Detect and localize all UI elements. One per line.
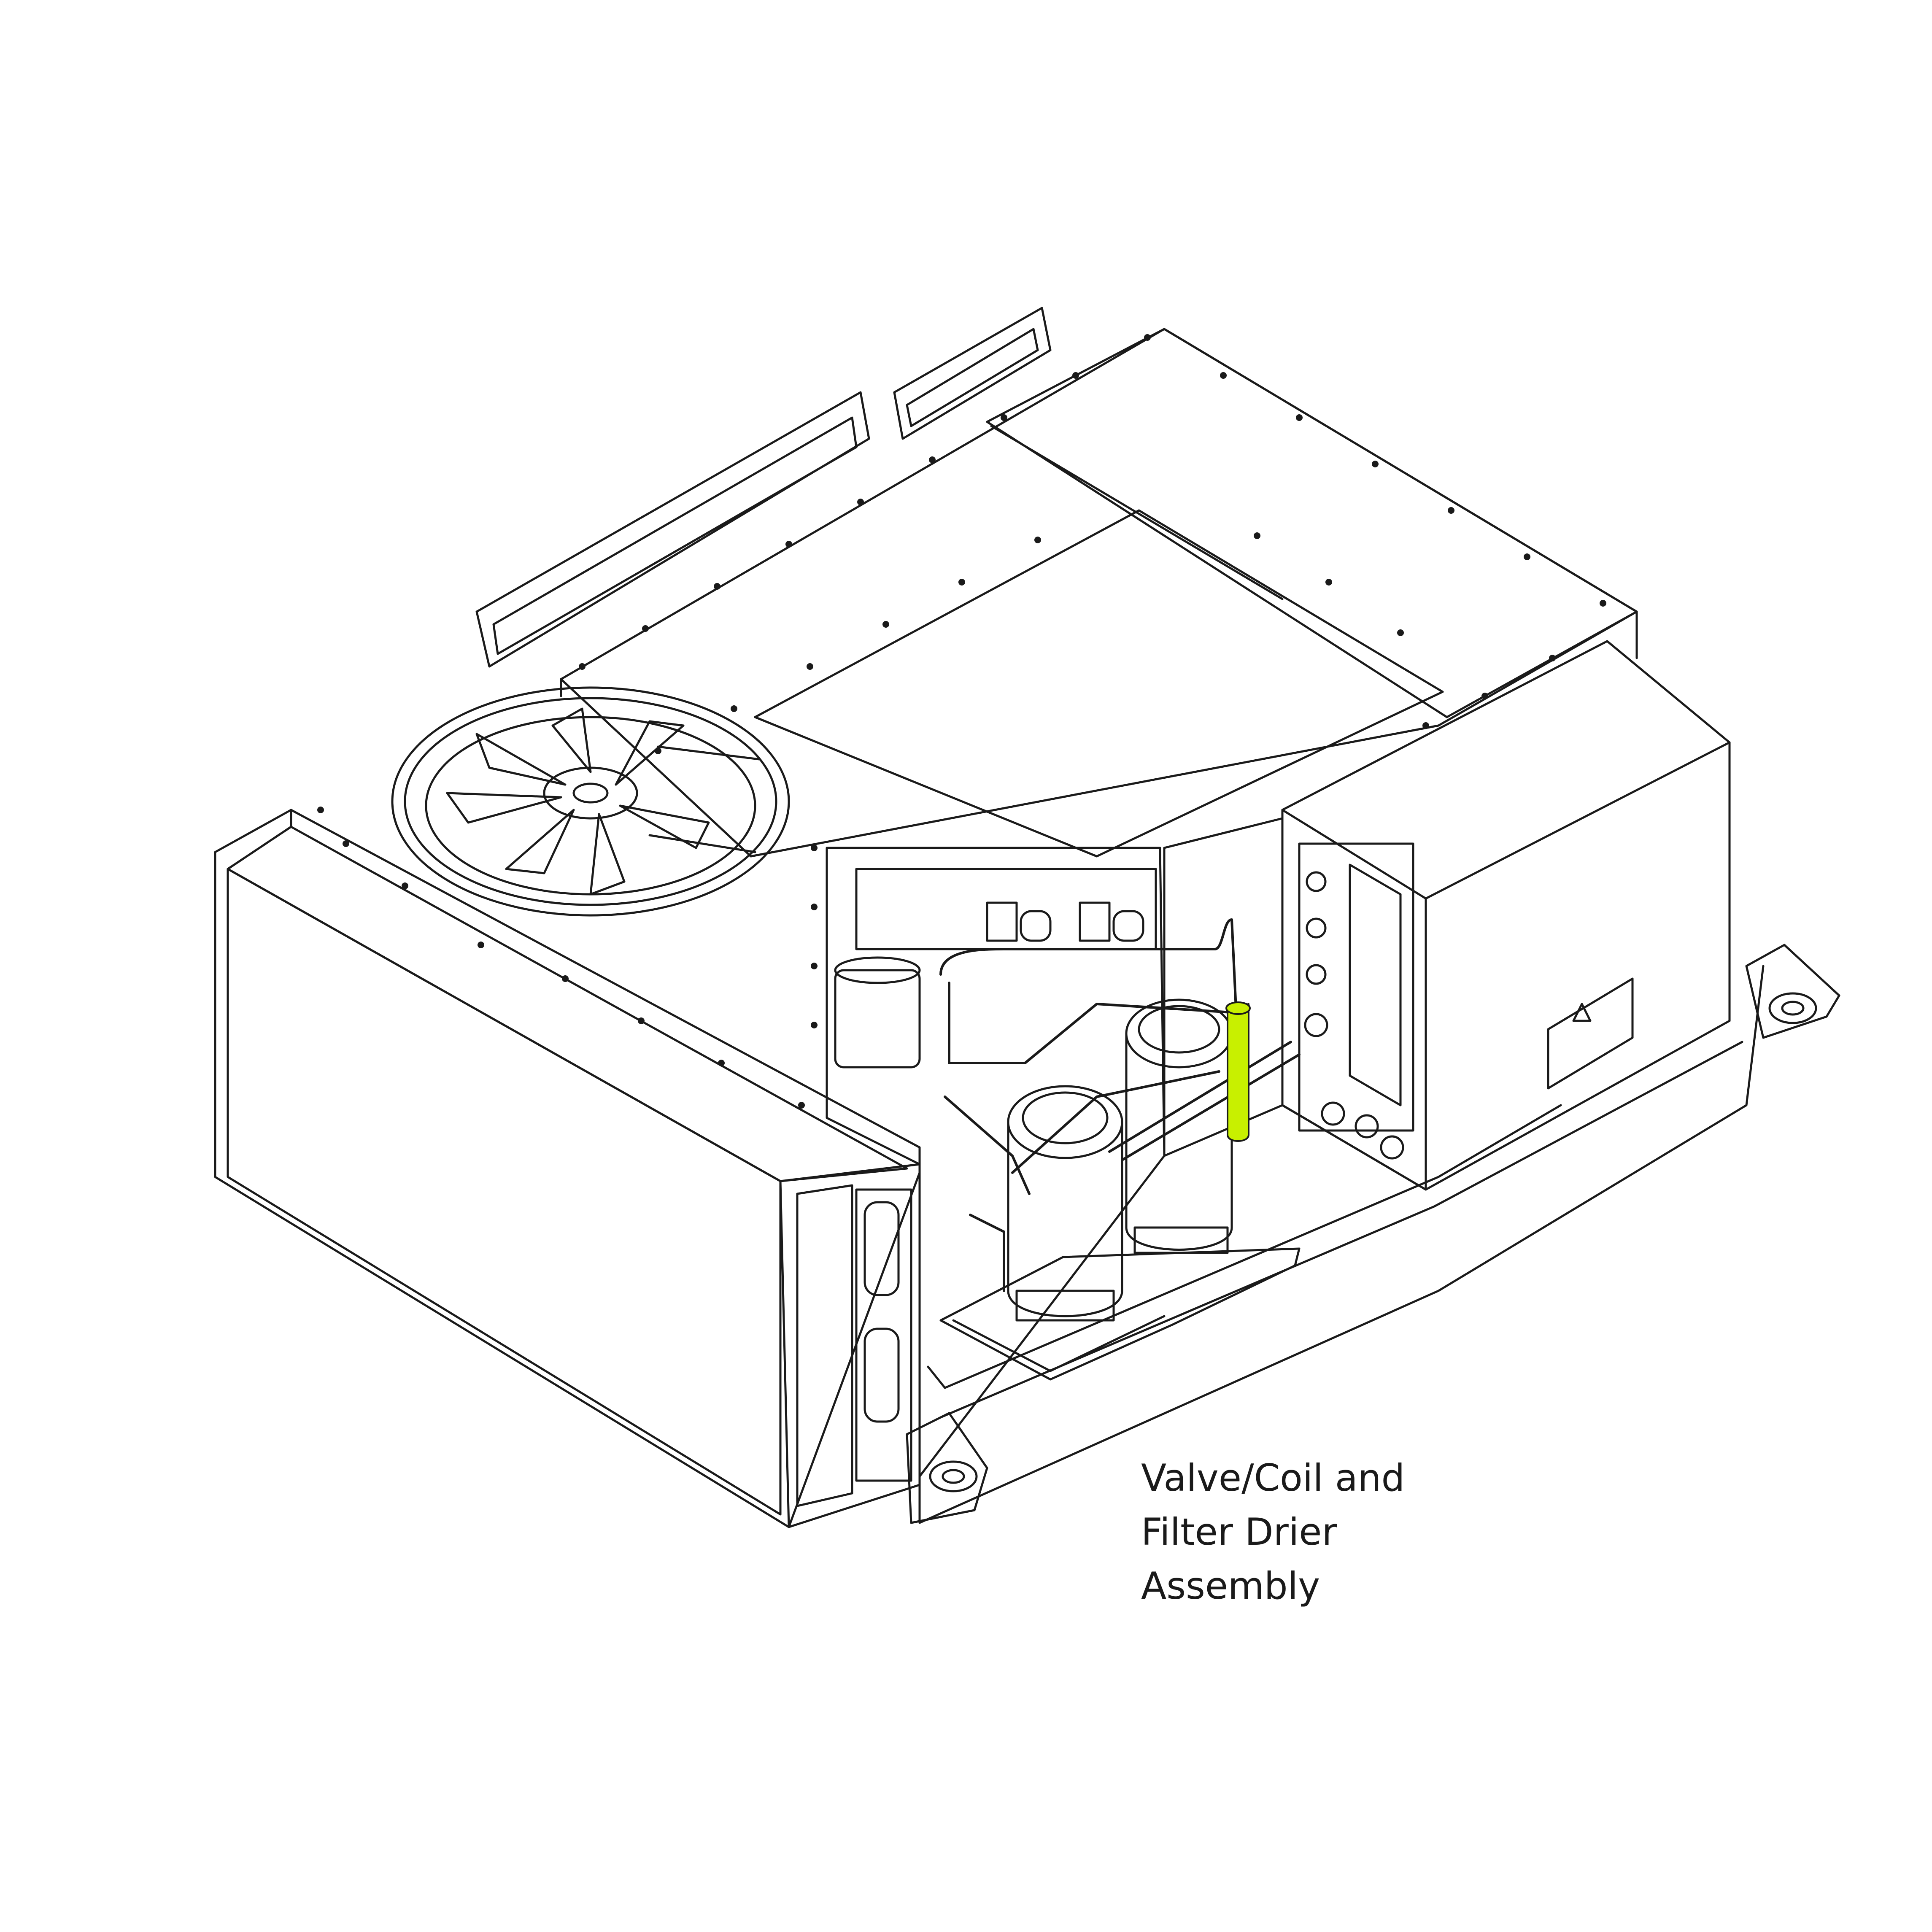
roof-panels [560,328,1638,858]
compressors [939,998,1301,1381]
caption-line-3: Assembly [1141,1564,1320,1608]
component-caption: Valve/Coil and Filter Drier Assembly [1141,1451,1521,1613]
compressor-front [1007,1085,1123,1322]
compressor-compartment [826,817,1765,1524]
mounting-foot-left [906,1412,988,1524]
filter-drier-highlight [1225,1001,1251,1142]
fasteners [317,334,1606,1109]
condenser-fan [391,686,790,917]
warning-label [1547,977,1634,1090]
fan-blades [446,707,710,896]
refrigerant-piping [939,918,1301,1292]
rear-duct-flanges [475,307,1052,668]
condenser-coil-housing [214,809,921,1528]
receiver-tank [834,956,921,1069]
mounting-foot-right [1745,944,1840,1039]
caption-line-1: Valve/Coil and [1141,1456,1405,1500]
solenoid-valves [986,901,1144,942]
control-box [1281,640,1731,1191]
caption-line-2: Filter Drier [1141,1510,1337,1554]
